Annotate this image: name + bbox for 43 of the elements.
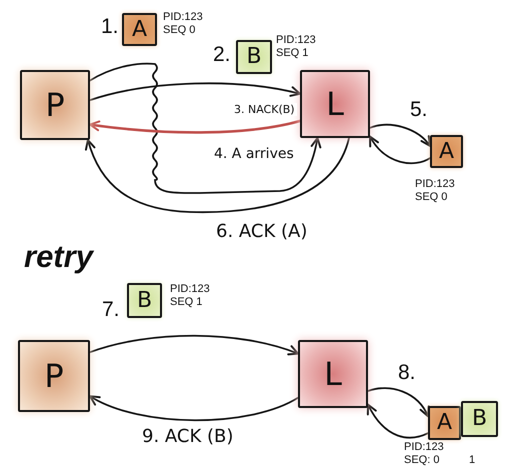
message-metadata: PID:123 SEQ 1	[170, 283, 211, 310]
arrow	[369, 124, 431, 147]
message-box	[428, 406, 461, 440]
node-label: B	[246, 46, 262, 68]
node-label: P	[44, 360, 64, 392]
arrow	[89, 395, 299, 422]
arrow	[89, 334, 299, 356]
message-metadata: PID:123 SEQ 1	[276, 34, 317, 60]
node-label: A	[438, 140, 454, 162]
message-box	[430, 135, 463, 168]
producer-box	[20, 70, 90, 140]
step-number: 7.	[102, 297, 120, 322]
section-heading: retry	[24, 240, 93, 274]
leader-box	[298, 340, 368, 408]
step-number: 2.	[213, 42, 231, 68]
message-metadata: 1	[469, 454, 476, 468]
node-label: L	[326, 88, 344, 120]
step-number: 1.	[101, 14, 119, 40]
message-metadata: PID:123 SEQ 0	[415, 178, 456, 204]
message-box	[122, 13, 157, 46]
node-label: B	[472, 408, 488, 430]
node-label: P	[45, 89, 65, 121]
message-box	[236, 40, 272, 74]
node-label: B	[136, 290, 152, 312]
step-number: 8.	[398, 360, 416, 386]
arrow	[85, 137, 350, 214]
node-label: A	[436, 412, 452, 434]
arrow	[367, 404, 429, 438]
arrow	[89, 82, 301, 101]
message-metadata: PID:123 SEQ 0	[163, 11, 204, 38]
arrow	[88, 120, 302, 134]
node-label: A	[132, 18, 148, 40]
message-box	[461, 401, 498, 437]
edge-label: 3. NACK(B)	[232, 103, 297, 116]
message-box	[127, 283, 162, 318]
arrow	[89, 62, 322, 194]
arrow	[369, 136, 431, 164]
message-metadata: PID:123 SEQ: 0	[404, 441, 445, 468]
node-label: L	[324, 358, 342, 390]
producer-box	[18, 340, 90, 412]
step-number: 5.	[410, 97, 428, 122]
arrow	[367, 387, 429, 418]
leader-box	[300, 70, 370, 138]
